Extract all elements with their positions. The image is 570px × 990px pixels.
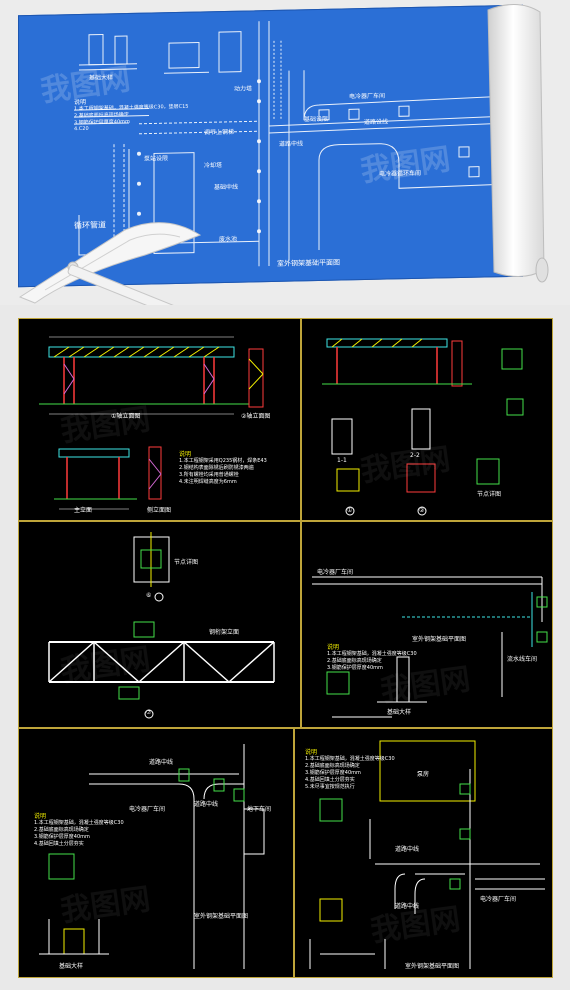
label-cold-room: 电冷器循环车间: [379, 169, 422, 178]
panel6-notes-title: 说明: [305, 749, 318, 756]
label-road-center-6a: 道路中线: [395, 846, 420, 853]
blueprint-drawing: [74, 21, 510, 267]
label-underground: 地下车间: [247, 806, 272, 813]
panel1-note-4: 4.未注明焊缝高度为6mm: [179, 479, 237, 485]
label-cold-bed: 冷却塔: [204, 162, 223, 170]
label-foundation-big: 基础大样: [89, 74, 114, 82]
panel5-notes-title: 说明: [34, 813, 47, 820]
label-motor-room: 电冷器厂车间: [349, 92, 386, 101]
label-cable: 基础中线: [214, 183, 239, 192]
label-elev-3: 主立面: [74, 507, 93, 514]
label-motor-room-5: 电冷器厂车间: [129, 806, 166, 813]
label-top-detail: 节点详图: [174, 559, 199, 566]
panel4-note-3: 3.钢筋保护层厚度40mm: [327, 665, 383, 671]
truss-drawing: [48, 532, 275, 719]
panel6-note-5: 5.未尽事宜按规范执行: [305, 784, 355, 790]
panel5-note-2: 2.基础底面标高现场确定: [34, 827, 89, 833]
panel1-note-3: 3.所有螺栓均采用普通螺栓: [179, 472, 239, 478]
label-elev-2: ②轴立面图: [241, 413, 271, 420]
panel1-note-2: 2.钢结构表面除锈后刷防锈漆两遍: [179, 465, 254, 471]
label-stairs: 调节上钢梯: [204, 128, 235, 137]
panel5-note-1: 1.本工程钢架基础，混凝土强度等级C30: [34, 820, 124, 826]
plan-drawing-3: [309, 740, 545, 969]
label-truss-num: ⑦: [146, 709, 152, 716]
plan-drawing-2: [39, 744, 265, 969]
hero-note-3: 3.钢筋保护层厚度40mm: [74, 118, 130, 127]
cad-panel-elevations: ①轴立面图 ②轴立面图 主立面 侧立面图 说明 1.本工程钢架采用Q235钢材，…: [18, 318, 301, 521]
hero-plan-title: 室外钢架基础平面图: [277, 258, 340, 268]
label-road-center-5b: 道路中线: [194, 801, 219, 808]
label-road-line: 道路设线: [364, 118, 389, 127]
cad-panel-plan-2: 道路中线 电冷器厂车间 道路中线 地下车间 室外钢架基础平面图 基础大样 说明 …: [18, 728, 294, 978]
label-motor-room-2: 电冷器厂车间: [317, 569, 354, 576]
panel6-plan-title: 室外钢架基础平面图: [405, 963, 460, 970]
label-cold-room-2: 流水线车间: [507, 656, 538, 663]
detail-drawing: [322, 338, 524, 516]
label-road-center-5a: 道路中线: [149, 759, 174, 766]
label-side-1: 侧立面图: [147, 507, 172, 514]
label-foundation-5: 基础大样: [59, 963, 84, 970]
paper-roll: [487, 4, 549, 283]
label-section-1: 1-1: [337, 457, 347, 464]
label-motor-room-6: 电冷器厂车间: [480, 896, 517, 903]
label-truss: 钢桁架立面: [209, 629, 240, 636]
cad-panel-details: ① ② 1-1 2-2 节点详图: [301, 318, 553, 521]
panel5-note-4: 4.基础回填土分层夯实: [34, 841, 84, 847]
label-elev-1: ①轴立面图: [111, 413, 141, 420]
panel6-note-1: 1.本工程钢架基础，混凝土强度等级C30: [305, 756, 395, 762]
cad-panel-plan-3: 泵房 道路中线 道路中线 电冷器厂车间 室外钢架基础平面图 说明 1.本工程钢架…: [294, 728, 553, 978]
label-room: 泵房: [417, 771, 430, 778]
panel4-note-2: 2.基础底面标高现场确定: [327, 658, 382, 664]
label-road-center: 道路中线: [279, 140, 304, 148]
cad-panel-plan-1: 电冷器厂车间 室外钢架基础平面图 流水线车间 基础大样 说明 1.本工程钢架基础…: [301, 521, 553, 728]
label-power-tower: 动力塔: [234, 85, 253, 93]
panel4-note-1: 1.本工程钢架基础，混凝土强度等级C30: [327, 651, 417, 657]
label-section-2: 2-2: [410, 452, 420, 459]
label-pipe-support: 基础设限: [304, 115, 329, 124]
label-detail-b: ②: [419, 507, 425, 514]
panel4-plan-title: 室外钢架基础平面图: [412, 636, 467, 643]
panel5-plan-title: 室外钢架基础平面图: [194, 913, 249, 920]
panel6-note-3: 3.钢筋保护层厚度40mm: [305, 770, 361, 776]
blueprint-sheet: 基础大样 动力塔 电冷器厂车间 基础设限 道路设线 道路中线 调节上钢梯 泵站设…: [18, 4, 523, 288]
label-top-detail-num: ⑥: [146, 592, 152, 599]
label-node-detail: 节点详图: [477, 491, 502, 498]
label-detail-a: ①: [347, 507, 353, 514]
plan-drawing-1: [312, 576, 548, 718]
panel1-note-1: 1.本工程钢架采用Q235钢材，焊条E43: [179, 458, 267, 464]
protractor-icon: [18, 222, 210, 305]
label-foundation-2: 基础大样: [387, 709, 412, 716]
panel4-notes-title: 说明: [327, 644, 340, 651]
label-pump-room: 泵站设限: [144, 155, 169, 163]
label-road-center-6b: 道路中线: [395, 903, 420, 910]
panel6-note-4: 4.基础回填土分层夯实: [305, 777, 355, 783]
panel6-note-2: 2.基础底面标高现场确定: [305, 763, 360, 769]
cad-panel-truss: ⑥ 节点详图 钢桁架立面 ⑦: [18, 521, 301, 728]
hero-blueprint-mockup: 基础大样 动力塔 电冷器厂车间 基础设限 道路设线 道路中线 调节上钢梯 泵站设…: [0, 0, 570, 305]
panel1-notes-title: 说明: [179, 451, 192, 458]
elevation-drawing: [39, 336, 264, 510]
panel5-note-3: 3.钢筋保护层厚度40mm: [34, 834, 90, 840]
hero-note-4: 4.C20: [74, 125, 89, 133]
